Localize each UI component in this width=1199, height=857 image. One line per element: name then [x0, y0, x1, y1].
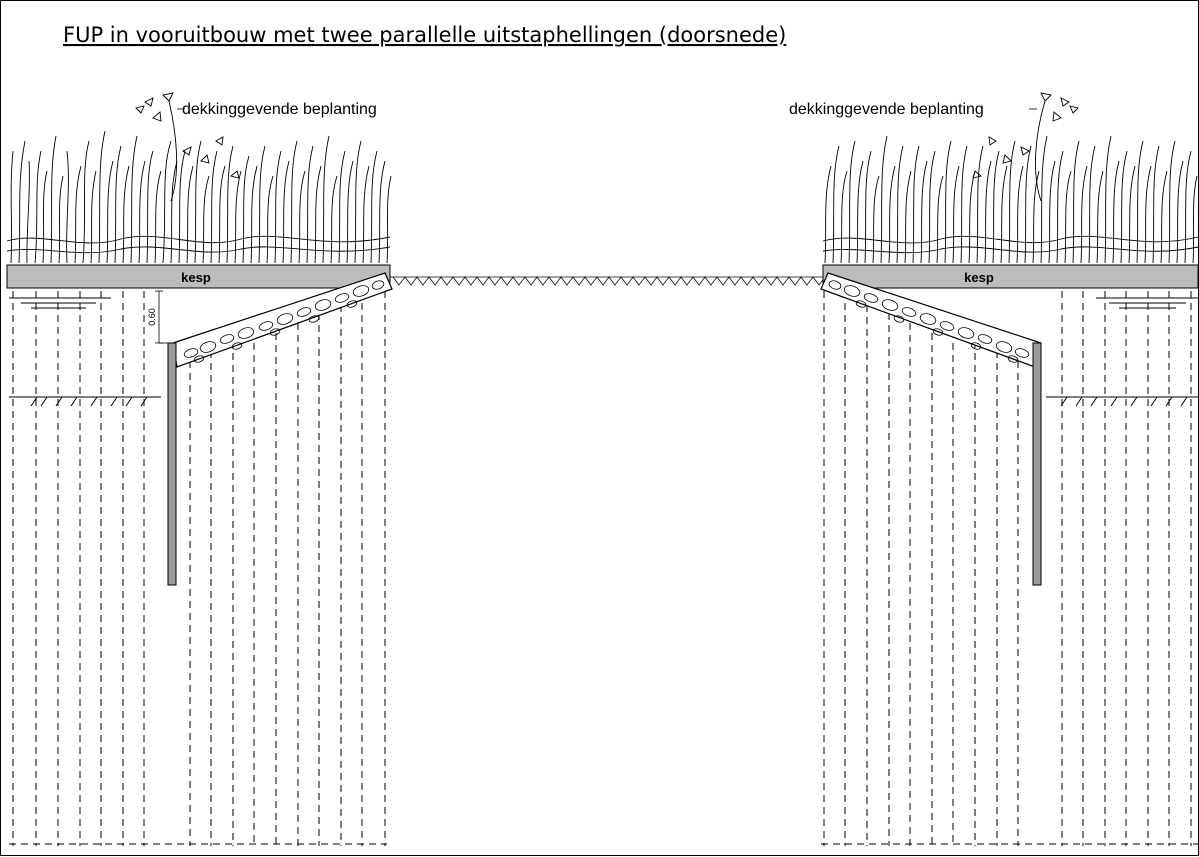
left-pile-lines — [9, 291, 387, 846]
left-dimension — [155, 290, 168, 344]
dimension-label: 0.60 — [147, 308, 157, 326]
right-planting-label: dekkinggevende beplanting — [789, 101, 984, 118]
left-soil-line — [9, 396, 161, 407]
left-kesp-slab — [6, 264, 391, 289]
left-kesp-label: kesp — [181, 270, 211, 285]
right-water-level — [1096, 297, 1198, 309]
right-ramp-rubble — [828, 280, 1030, 363]
right-sheet-pile — [1032, 342, 1042, 586]
right-vegetation — [822, 92, 1199, 264]
right-soil-line — [1046, 396, 1198, 407]
right-kesp-slab — [822, 264, 1199, 289]
right-kesp-label: kesp — [964, 270, 994, 285]
left-ramp-rubble — [183, 280, 385, 363]
left-sheet-pile — [167, 342, 177, 586]
left-water-level — [9, 297, 111, 309]
left-planting-label: dekkinggevende beplanting — [182, 101, 377, 118]
drawing-title: FUP in vooruitbouw met twee parallelle u… — [63, 23, 786, 47]
right-bank: kesp — [789, 92, 1199, 846]
right-pile-lines — [821, 291, 1198, 846]
water-surface — [390, 276, 862, 286]
left-bank: kesp 0.6 — [6, 92, 393, 846]
left-vegetation — [6, 92, 392, 264]
